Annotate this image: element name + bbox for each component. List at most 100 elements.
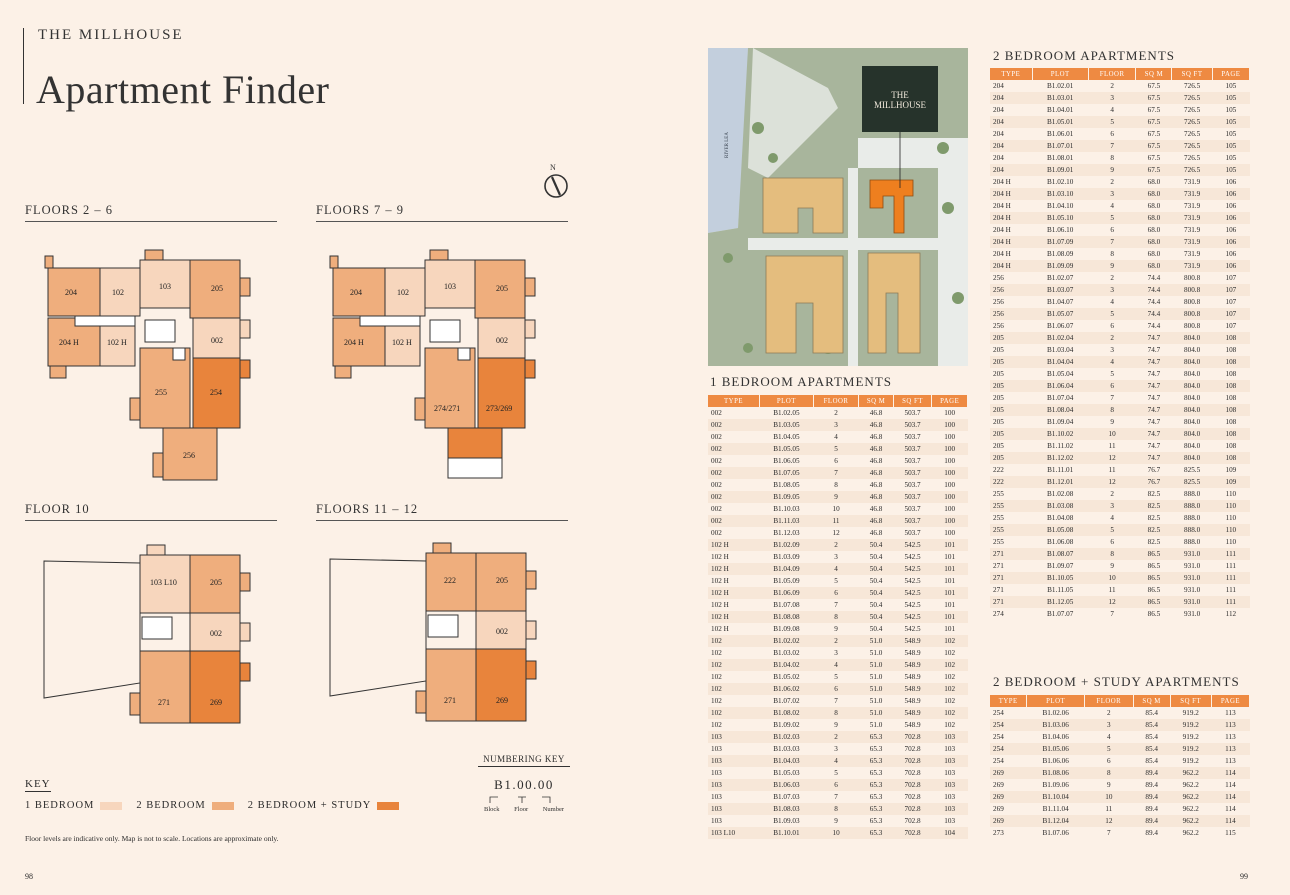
table-cell: 800.8 <box>1171 272 1213 284</box>
table-cell: 825.5 <box>1171 476 1213 488</box>
table-cell: 46.8 <box>858 527 894 539</box>
unit-102h: 102 H <box>392 338 412 347</box>
table-cell: 503.7 <box>893 515 932 527</box>
table-cell: 100 <box>931 515 968 527</box>
table-cell: 6 <box>813 779 859 791</box>
column-header: SQ FT <box>1171 68 1213 80</box>
table-cell: 110 <box>1212 488 1250 500</box>
table-cell: 222 <box>990 476 1033 488</box>
table-cell: B1.08.03 <box>759 803 814 815</box>
table-cell: 74.7 <box>1135 428 1172 440</box>
table-cell: 804.0 <box>1171 404 1213 416</box>
table-cell: 12 <box>813 527 859 539</box>
table-cell: 254 <box>990 731 1027 743</box>
table-cell: B1.08.09 <box>1032 248 1089 260</box>
table-cell: 548.9 <box>893 671 932 683</box>
table-cell: 002 <box>708 515 760 527</box>
table-cell: 82.5 <box>1135 512 1172 524</box>
table-cell: 104 <box>931 827 968 839</box>
table-cell: 931.0 <box>1171 548 1213 560</box>
table-cell: 919.2 <box>1170 707 1212 719</box>
table-cell: 74.4 <box>1135 308 1172 320</box>
table-cell: 89.4 <box>1133 803 1171 815</box>
table-cell: 89.4 <box>1133 779 1171 791</box>
numbering-key-title: NUMBERING KEY <box>478 754 570 767</box>
column-header: TYPE <box>708 395 761 407</box>
table-cell: 68.0 <box>1135 176 1172 188</box>
table-cell: 100 <box>931 431 968 443</box>
table-cell: 255 <box>990 500 1033 512</box>
table-cell: 931.0 <box>1171 560 1213 572</box>
table-cell: 8 <box>1088 548 1136 560</box>
table-cell: 50.4 <box>858 575 894 587</box>
table-cell: 65.3 <box>858 731 894 743</box>
column-header: PLOT <box>1026 695 1085 707</box>
table-cell: 2 <box>1088 272 1136 284</box>
table-cell: 931.0 <box>1171 608 1213 620</box>
column-header: PAGE <box>1211 695 1251 707</box>
table-cell: 205 <box>990 416 1033 428</box>
column-header: PAGE <box>1212 68 1251 80</box>
table-cell: B1.06.02 <box>759 683 814 695</box>
table-cell: 7 <box>813 695 859 707</box>
table-cell: 111 <box>1212 560 1250 572</box>
column-header: PLOT <box>759 395 814 407</box>
map-river-label: RIVER LEA <box>725 132 730 158</box>
table-cell: 5 <box>1088 212 1136 224</box>
table-cell: B1.12.01 <box>1032 476 1089 488</box>
table-cell: B1.03.06 <box>1026 719 1085 731</box>
unit-102h: 102 H <box>107 338 127 347</box>
table-cell: B1.05.04 <box>1032 368 1089 380</box>
table-cell: 4 <box>813 563 859 575</box>
table-cell: 731.9 <box>1171 224 1213 236</box>
table-cell: 65.3 <box>858 779 894 791</box>
table-cell: 702.8 <box>893 755 932 767</box>
table-cell: 542.5 <box>893 575 932 587</box>
table-cell: 271 <box>990 596 1033 608</box>
table-cell: B1.09.01 <box>1032 164 1089 176</box>
table-cell: 103 <box>708 803 760 815</box>
table-cell: 51.0 <box>858 707 894 719</box>
north-compass-icon: N <box>541 162 571 207</box>
table-cell: 103 <box>708 755 760 767</box>
key-swatch-2-bedroom <box>211 801 234 810</box>
table-cell: 46.8 <box>858 419 894 431</box>
unit-256: 256 <box>183 451 195 460</box>
table-cell: B1.04.03 <box>759 755 814 767</box>
table-cell: 204 H <box>990 224 1033 236</box>
table-cell: 9 <box>1088 260 1136 272</box>
table-cell: 726.5 <box>1171 140 1213 152</box>
table-cell: 67.5 <box>1135 104 1172 116</box>
table-cell: 9 <box>813 815 859 827</box>
table-cell: B1.09.07 <box>1032 560 1089 572</box>
table-cell: 804.0 <box>1171 440 1213 452</box>
table-cell: B1.02.06 <box>1026 707 1085 719</box>
table-cell: 102 <box>931 683 968 695</box>
table-cell: B1.02.04 <box>1032 332 1089 344</box>
table-cell: B1.09.06 <box>1026 779 1085 791</box>
table-cell: 101 <box>931 575 968 587</box>
table-cell: 12 <box>1084 815 1134 827</box>
table-cell: 86.5 <box>1135 584 1172 596</box>
table-cell: 7 <box>813 599 859 611</box>
table-cell: 100 <box>931 503 968 515</box>
table-cell: 7 <box>1084 827 1134 839</box>
section-floors-11-12: FLOORS 11 – 12 <box>316 502 568 521</box>
table-cell: 804.0 <box>1171 332 1213 344</box>
table-cell: B1.06.09 <box>759 587 814 599</box>
table-cell: 002 <box>708 527 760 539</box>
